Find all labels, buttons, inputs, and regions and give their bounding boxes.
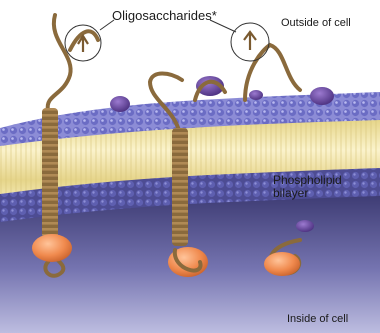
phospholipid-bilayer-label: Phospholipid bilayer (273, 174, 342, 200)
outside-of-cell-label: Outside of cell (281, 17, 351, 29)
oligosaccharides-label: Oligosaccharides* (112, 8, 217, 23)
inside-of-cell-label: Inside of cell (287, 313, 348, 325)
oligosaccharide-markers (65, 23, 269, 61)
bilayer-label: bilayer (273, 187, 342, 200)
